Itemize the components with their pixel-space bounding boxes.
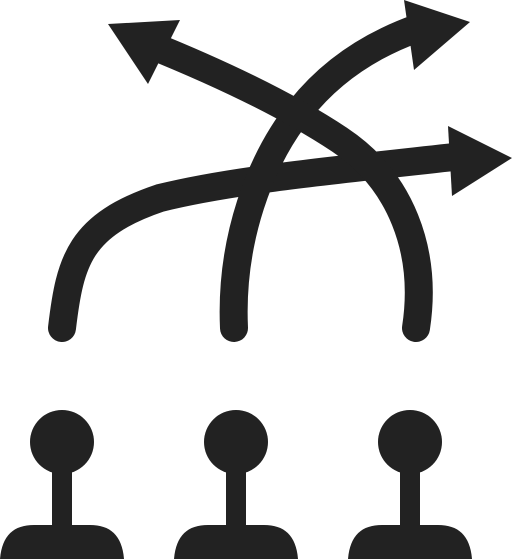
arrow-up-left-head xyxy=(108,20,180,84)
arrow-up-right-head xyxy=(404,0,470,70)
person-right-icon xyxy=(348,410,472,559)
people-group xyxy=(0,410,472,559)
arrow-right-head xyxy=(448,126,512,196)
person-left-head xyxy=(30,410,94,474)
person-right-body xyxy=(348,525,472,559)
arrows-group xyxy=(48,0,512,342)
person-right-neck xyxy=(400,466,420,530)
person-middle-head xyxy=(204,410,268,474)
person-left-icon xyxy=(0,410,124,559)
person-left-body xyxy=(0,525,124,559)
person-middle-neck xyxy=(226,466,246,530)
person-middle-body xyxy=(174,525,298,559)
person-middle-icon xyxy=(174,410,298,559)
arrow-up-left-path xyxy=(134,30,433,342)
person-right-head xyxy=(378,410,442,474)
person-left-neck xyxy=(52,466,72,530)
